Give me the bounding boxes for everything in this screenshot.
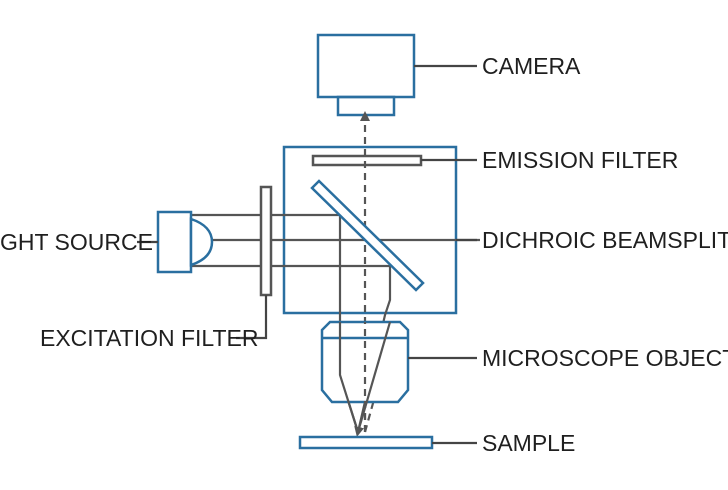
excitation-filter (259, 185, 273, 297)
sample-slide (298, 435, 434, 450)
label-sample: SAMPLE (482, 430, 575, 456)
label-dichroic-beamsplitter: DICHROIC BEAMSPLITTE (482, 227, 728, 253)
label-microscope-objective: MICROSCOPE OBJECTIVE (482, 345, 728, 371)
camera-body (316, 33, 416, 99)
camera (316, 33, 416, 117)
microscope-objective (320, 320, 410, 404)
label-emission-filter: EMISSION FILTER (482, 147, 678, 173)
filter-cube (282, 145, 458, 315)
label-excitation-filter: EXCITATION FILTER (40, 325, 259, 351)
camera-lens (336, 95, 396, 117)
leader-lines (137, 64, 477, 445)
light-source (156, 210, 214, 274)
dichroic-beamsplitter (310, 179, 425, 292)
label-camera: CAMERA (482, 53, 581, 79)
label-light-source: GHT SOURCE (0, 229, 153, 255)
emission-filter (311, 154, 423, 167)
